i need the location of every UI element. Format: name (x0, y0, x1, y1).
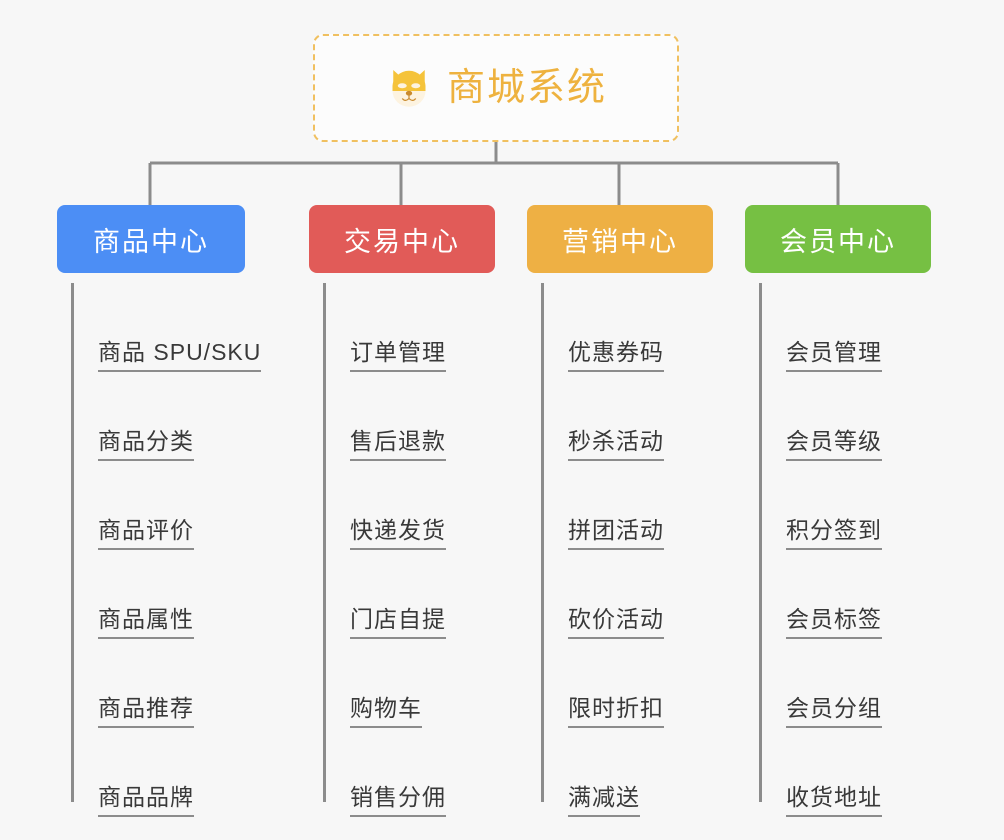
list-item[interactable]: 商品 SPU/SKU (71, 283, 262, 372)
list-item[interactable]: 收货地址 (759, 728, 931, 817)
branch-spine-1 (323, 283, 326, 802)
list-item[interactable]: 拼团活动 (541, 461, 713, 550)
branch-column-0: 商品中心 商品 SPU/SKU 商品分类 商品评价 商品属性 商品推荐 商品品牌 (57, 205, 262, 817)
list-item[interactable]: 销售分佣 (323, 728, 495, 817)
branch-column-2: 营销中心 优惠券码 秒杀活动 拼团活动 砍价活动 限时折扣 满减送 (527, 205, 713, 817)
list-item[interactable]: 订单管理 (323, 283, 495, 372)
list-item-label: 商品评价 (98, 517, 194, 550)
list-item[interactable]: 售后退款 (323, 372, 495, 461)
list-item[interactable]: 积分签到 (759, 461, 931, 550)
list-item[interactable]: 会员分组 (759, 639, 931, 728)
branch-label-2: 营销中心 (562, 226, 678, 257)
list-item[interactable]: 会员标签 (759, 550, 931, 639)
list-item-label: 会员管理 (786, 339, 882, 372)
list-item-label: 商品推荐 (98, 695, 194, 728)
list-item-label: 门店自提 (350, 606, 446, 639)
list-item-label: 商品 SPU/SKU (98, 339, 262, 372)
list-item-label: 秒杀活动 (568, 428, 664, 461)
list-item-label: 销售分佣 (350, 784, 446, 817)
list-item[interactable]: 会员等级 (759, 372, 931, 461)
branch-label-1: 交易中心 (344, 226, 460, 257)
branch-header-1[interactable]: 交易中心 (309, 205, 495, 273)
branch-spine-2 (541, 283, 544, 802)
list-item[interactable]: 会员管理 (759, 283, 931, 372)
list-item[interactable]: 秒杀活动 (541, 372, 713, 461)
branch-spine-3 (759, 283, 762, 802)
list-item-label: 收货地址 (786, 784, 882, 817)
list-item-label: 满减送 (568, 784, 640, 817)
branch-header-0[interactable]: 商品中心 (57, 205, 245, 273)
branch-items-1: 订单管理 售后退款 快递发货 门店自提 购物车 销售分佣 (309, 283, 495, 817)
list-item[interactable]: 砍价活动 (541, 550, 713, 639)
list-item-label: 会员分组 (786, 695, 882, 728)
list-item[interactable]: 商品分类 (71, 372, 245, 461)
branch-spine-0 (71, 283, 74, 802)
dog-face-icon (392, 70, 426, 107)
list-item-label: 会员标签 (786, 606, 882, 639)
list-item-label: 商品分类 (98, 428, 194, 461)
list-item[interactable]: 商品属性 (71, 550, 245, 639)
list-item[interactable]: 购物车 (323, 639, 495, 728)
list-item-label: 积分签到 (786, 517, 882, 550)
list-item-label: 订单管理 (350, 339, 446, 372)
branch-label-0: 商品中心 (93, 226, 209, 257)
root-title: 商城系统 (446, 67, 607, 109)
list-item-label: 会员等级 (786, 428, 882, 461)
list-item[interactable]: 优惠券码 (541, 283, 713, 372)
list-item-label: 商品品牌 (98, 784, 194, 817)
root-node[interactable]: 商城系统 (313, 34, 679, 142)
list-item[interactable]: 限时折扣 (541, 639, 713, 728)
list-item-label: 商品属性 (98, 606, 194, 639)
list-item[interactable]: 满减送 (541, 728, 713, 817)
list-item-label: 优惠券码 (568, 339, 664, 372)
list-item[interactable]: 门店自提 (323, 550, 495, 639)
list-item-label: 限时折扣 (568, 695, 664, 728)
list-item-label: 购物车 (350, 695, 422, 728)
list-item-label: 售后退款 (350, 428, 446, 461)
branch-items-2: 优惠券码 秒杀活动 拼团活动 砍价活动 限时折扣 满减送 (527, 283, 713, 817)
list-item[interactable]: 快递发货 (323, 461, 495, 550)
branch-header-3[interactable]: 会员中心 (745, 205, 931, 273)
list-item[interactable]: 商品评价 (71, 461, 245, 550)
list-item-label: 拼团活动 (568, 517, 664, 550)
list-item-label: 快递发货 (350, 517, 446, 550)
branch-label-3: 会员中心 (780, 226, 896, 257)
list-item-label: 砍价活动 (568, 606, 664, 639)
branch-items-3: 会员管理 会员等级 积分签到 会员标签 会员分组 收货地址 (745, 283, 931, 817)
list-item[interactable]: 商品品牌 (71, 728, 245, 817)
list-item[interactable]: 商品推荐 (71, 639, 245, 728)
branch-column-1: 交易中心 订单管理 售后退款 快递发货 门店自提 购物车 销售分佣 (309, 205, 495, 817)
branch-items-0: 商品 SPU/SKU 商品分类 商品评价 商品属性 商品推荐 商品品牌 (57, 283, 262, 817)
branch-header-2[interactable]: 营销中心 (527, 205, 713, 273)
branch-column-3: 会员中心 会员管理 会员等级 积分签到 会员标签 会员分组 收货地址 (745, 205, 931, 817)
